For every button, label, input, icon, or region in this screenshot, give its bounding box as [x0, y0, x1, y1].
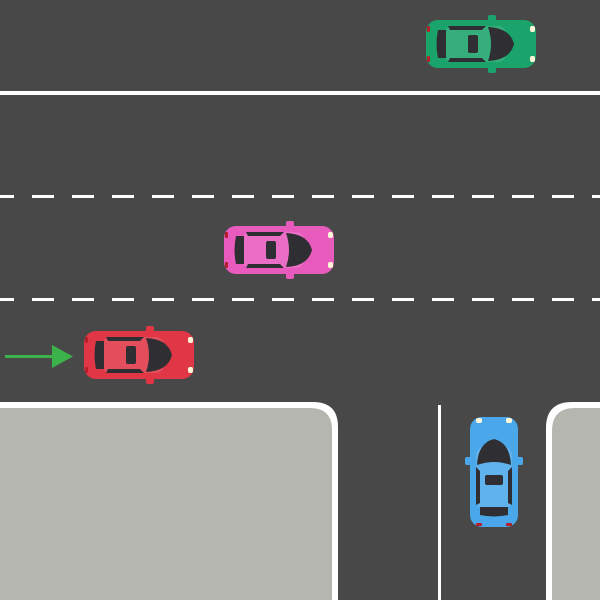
lane-dash — [112, 195, 134, 198]
pink-car — [224, 221, 334, 279]
dashed-lane-line-upper — [0, 195, 600, 198]
lane-dash — [352, 195, 374, 198]
lane-dash — [272, 298, 294, 301]
red-car — [84, 326, 194, 384]
lane-dash — [592, 298, 600, 301]
lane-dash — [232, 298, 254, 301]
lane-dash — [152, 195, 174, 198]
lane-dash — [32, 298, 54, 301]
lane-dash — [552, 298, 574, 301]
lane-dash — [32, 195, 54, 198]
lane-dash — [432, 195, 454, 198]
lane-dash — [392, 298, 414, 301]
side-street-center-line — [438, 405, 441, 600]
lane-dash — [472, 298, 494, 301]
lane-dash — [152, 298, 174, 301]
lane-dash — [312, 298, 334, 301]
lane-dash — [192, 195, 214, 198]
lane-dash — [72, 195, 94, 198]
lane-dash — [112, 298, 134, 301]
lane-dash — [0, 195, 14, 198]
lane-dash — [512, 195, 534, 198]
lane-dash — [72, 298, 94, 301]
lane-dash — [432, 298, 454, 301]
lane-dash — [512, 298, 534, 301]
lane-dash — [232, 195, 254, 198]
dashed-lane-line-lower — [0, 298, 600, 301]
lane-dash — [312, 195, 334, 198]
blue-car — [465, 417, 523, 527]
lane-dash — [0, 298, 14, 301]
lane-dash — [392, 195, 414, 198]
lane-dash — [592, 195, 600, 198]
lane-dash — [352, 298, 374, 301]
arrow-right-icon — [5, 345, 73, 368]
lane-dash — [552, 195, 574, 198]
lane-dash — [472, 195, 494, 198]
green-car — [426, 15, 536, 73]
lane-dash — [272, 195, 294, 198]
lane-dash — [192, 298, 214, 301]
solid-lane-line — [0, 91, 600, 95]
